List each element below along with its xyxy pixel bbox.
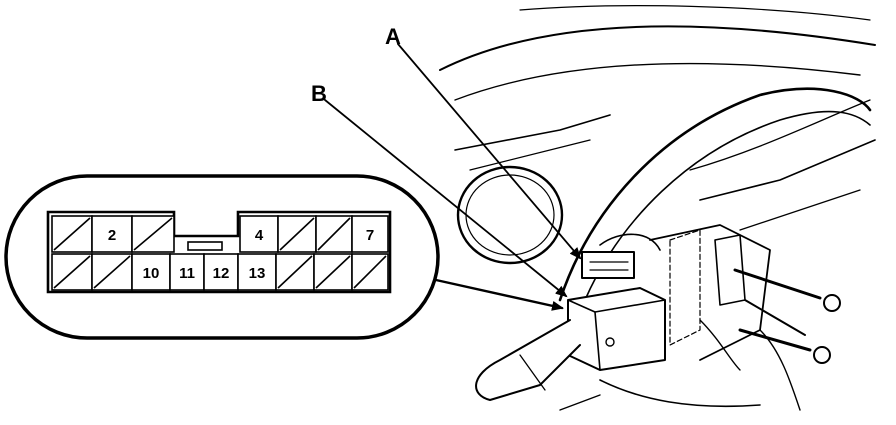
unused-pin-mark	[277, 255, 313, 289]
pin-cavity	[131, 215, 175, 253]
pin-cavity	[51, 253, 93, 291]
pin-number-10: 10	[143, 265, 160, 282]
connector-a-body	[581, 233, 661, 279]
unused-pin-mark	[93, 255, 131, 289]
pin-number-11: 11	[179, 265, 195, 282]
unused-pin-mark	[53, 255, 91, 289]
unused-pin-mark	[317, 217, 351, 251]
connector-face-detail: 2 4 7 10 11 12 13	[4, 174, 440, 340]
pin-number-2: 2	[108, 227, 116, 244]
unused-pin-mark	[353, 255, 387, 289]
pin-cavity	[351, 253, 389, 291]
pin-cavity	[313, 253, 353, 291]
pin-number-7: 7	[366, 227, 374, 244]
leader-line-a	[397, 43, 582, 260]
pin-cavity: 12	[203, 253, 239, 291]
pin-cavity	[277, 215, 317, 253]
pin-cavity	[51, 215, 93, 253]
leader-line-b	[324, 99, 568, 298]
unused-pin-mark	[279, 217, 315, 251]
leader-lines	[324, 43, 582, 311]
unused-pin-mark	[53, 217, 91, 251]
pin-number-4: 4	[255, 227, 264, 244]
pin-number-12: 12	[213, 265, 230, 282]
callout-b: B	[311, 81, 327, 106]
pin-cavity	[315, 215, 353, 253]
unused-pin-mark	[315, 255, 351, 289]
connector-latch-tab	[187, 241, 223, 251]
leader-line-connector	[434, 278, 564, 311]
pin-cavity: 11	[169, 253, 205, 291]
pin-cavity: 10	[131, 253, 171, 291]
pin-number-13: 13	[249, 265, 266, 282]
unused-pin-mark	[133, 217, 173, 251]
mounting-screws	[733, 268, 841, 364]
pin-cavity	[275, 253, 315, 291]
callout-a: A	[385, 24, 401, 49]
pin-cavity: 2	[91, 215, 133, 253]
pin-cavity	[91, 253, 133, 291]
combination-switch-b	[475, 287, 666, 401]
pin-cavity: 4	[239, 215, 279, 253]
pin-cavity: 7	[351, 215, 389, 253]
pin-cavity: 13	[237, 253, 277, 291]
